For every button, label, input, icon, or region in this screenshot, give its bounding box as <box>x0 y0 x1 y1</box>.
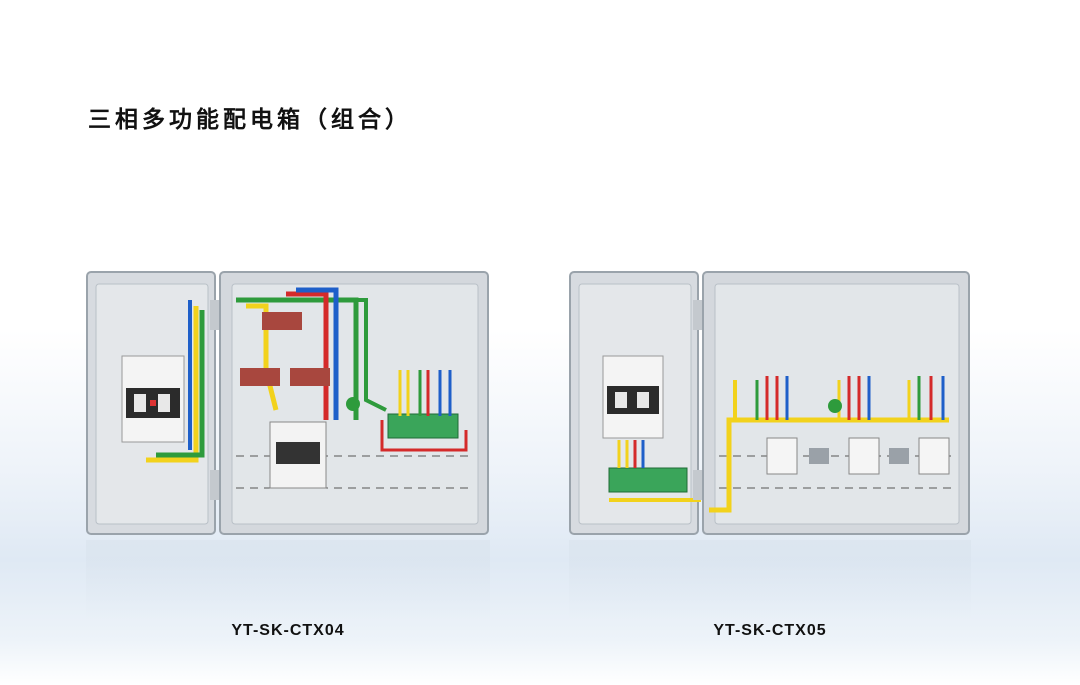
product-image-ctx05 <box>569 270 971 536</box>
product-image-ctx04 <box>86 270 490 536</box>
product-model-label: YT-SK-CTX05 <box>713 622 827 639</box>
product-reflection <box>569 540 971 620</box>
product-reflection <box>86 540 490 620</box>
page-title: 三相多功能配电箱（组合） <box>88 107 412 133</box>
product-model-label: YT-SK-CTX04 <box>231 622 345 639</box>
